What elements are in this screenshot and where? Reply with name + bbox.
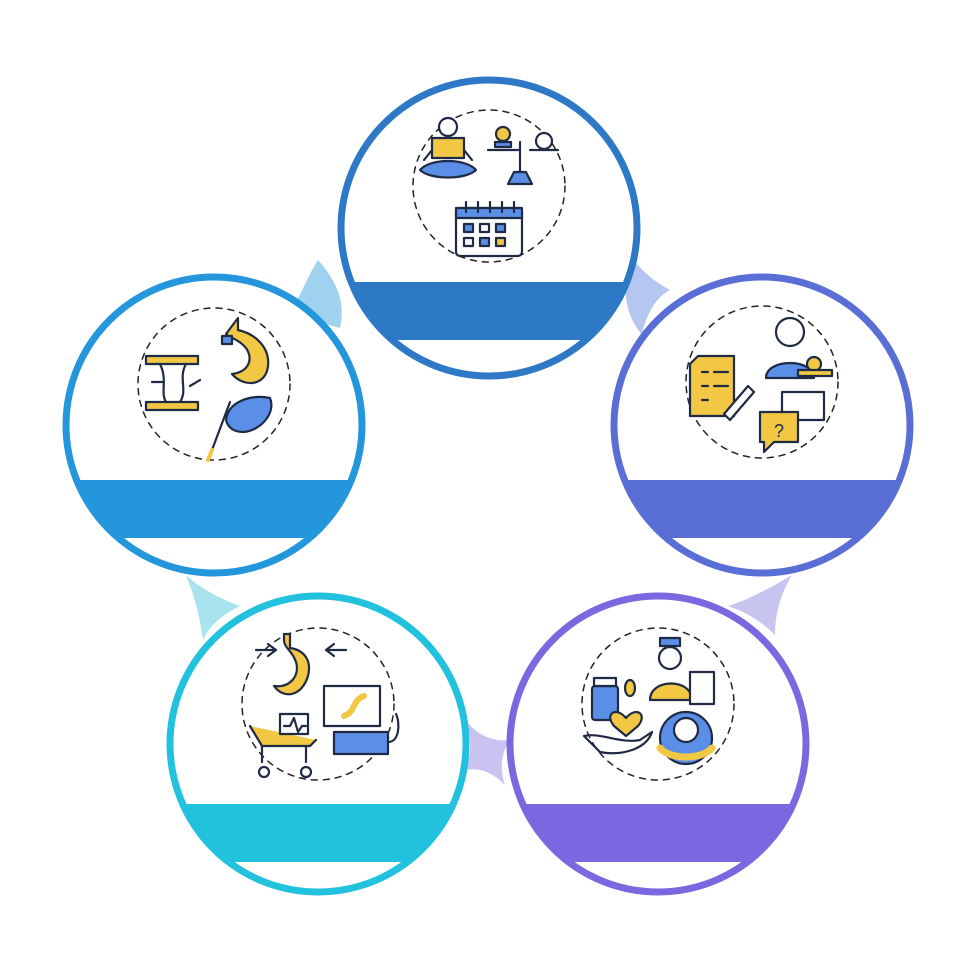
connector-top-right [625, 252, 670, 335]
dietitian-checklist-question-icon: ? [685, 305, 839, 459]
label-band [341, 282, 637, 340]
meditation-balance-calendar-icon [412, 109, 566, 263]
step-circle-bottom-right[interactable] [500, 592, 820, 902]
step-circle-right[interactable]: ? [600, 273, 920, 578]
step-circle-bottom-left[interactable] [160, 592, 480, 902]
doctor-medicine-weight-icon [581, 627, 735, 781]
connector-bottom [465, 720, 510, 785]
label-band [614, 480, 910, 538]
connector-right-bright [728, 575, 792, 635]
step-circle-top[interactable] [330, 76, 650, 380]
svg-text:?: ? [774, 421, 784, 441]
stomach-surgery-scalpel-icon [137, 307, 291, 462]
label-band [66, 480, 362, 538]
stomach-hospital-bed-monitor-icon [241, 627, 400, 781]
connector-bleft-left [186, 575, 240, 640]
